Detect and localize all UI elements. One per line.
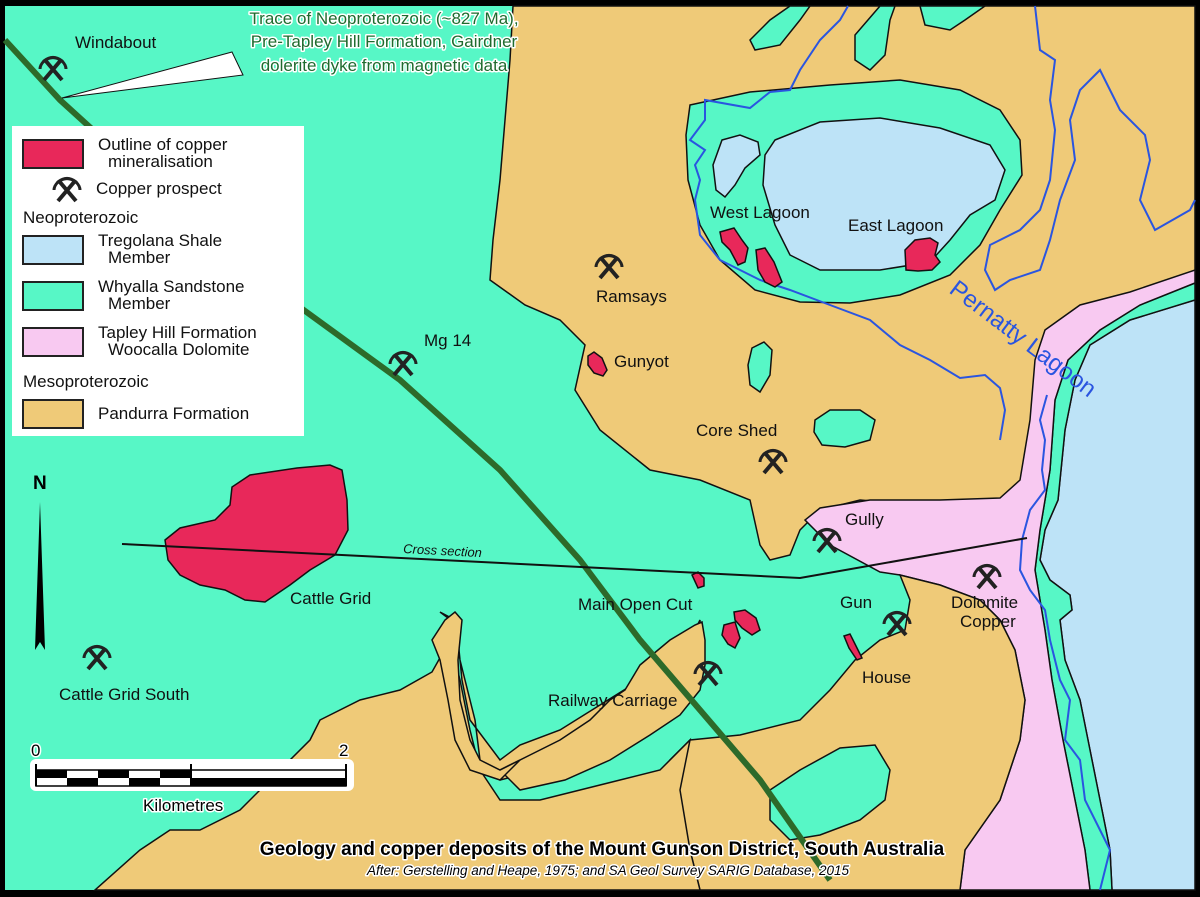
label-ramsays: Ramsays bbox=[596, 287, 667, 306]
map-legend: Outline of copper mineralisation Copper … bbox=[12, 126, 304, 436]
label-copper: Copper bbox=[960, 612, 1016, 631]
drainage-line-lagoon bbox=[1018, 394, 1112, 891]
whyalla-lobe-southeast bbox=[769, 744, 891, 841]
pick-axe-icon bbox=[52, 176, 82, 203]
drainage-line-north bbox=[688, 5, 1007, 441]
legend-label: Member bbox=[108, 248, 171, 267]
whyalla-lobe-2 bbox=[854, 5, 897, 71]
dyke-annotation-line-2: Pre-Tapley Hill Formation, Gairdner bbox=[251, 32, 518, 51]
legend-label: Tregolana Shale bbox=[98, 231, 223, 250]
legend-item-tregolana-shale: Tregolana Shale Member bbox=[22, 232, 222, 266]
legend-label: Pandurra Formation bbox=[98, 404, 250, 423]
west-lagoon-shale bbox=[712, 134, 761, 199]
copper-mineralisation-swatch bbox=[22, 139, 84, 169]
legend-item-copper-prospect: Copper prospect bbox=[52, 174, 222, 204]
west-lagoon-mineralisation-1 bbox=[719, 227, 749, 266]
legend-item-copper-mineralisation: Outline of copper mineralisation bbox=[22, 136, 227, 170]
legend-label: Whyalla Sandstone bbox=[98, 277, 245, 296]
scale-unit-label: Kilometres bbox=[143, 796, 223, 815]
legend-heading-mesoproterozoic: Mesoproterozoic bbox=[23, 372, 149, 391]
label-railway-carriage: Railway Carriage bbox=[548, 691, 677, 710]
west-lagoon-mineralisation-2 bbox=[755, 247, 783, 288]
whyalla-island-1 bbox=[747, 341, 773, 394]
gunyot-mineralisation bbox=[587, 351, 608, 377]
label-core-shed: Core Shed bbox=[696, 421, 777, 440]
whyalla-sandstone-swatch bbox=[22, 281, 84, 311]
legend-label: Woocalla Dolomite bbox=[108, 340, 250, 359]
legend-label: Tapley Hill Formation bbox=[98, 323, 257, 342]
scale-bar: 0 2 Kilometres bbox=[30, 740, 354, 817]
label-dolomite: Dolomite bbox=[951, 593, 1018, 612]
house-mineralisation bbox=[842, 633, 864, 661]
drainage-line-east bbox=[983, 5, 1196, 292]
pandurra-tongue-railway bbox=[498, 620, 706, 791]
legend-item-whyalla-sandstone: Whyalla Sandstone Member bbox=[22, 278, 244, 312]
dyke-annotation-line-3: dolerite dyke from magnetic data bbox=[261, 56, 508, 75]
east-lagoon-shale bbox=[762, 117, 1006, 271]
label-windabout: Windabout bbox=[75, 33, 157, 52]
legend-label: Member bbox=[108, 294, 171, 313]
dyke-annotation-line-1: Trace of Neoproterozoic (~827 Ma), bbox=[249, 9, 518, 28]
label-cattle-grid: Cattle Grid bbox=[290, 589, 371, 608]
label-mg14: Mg 14 bbox=[424, 331, 471, 350]
legend-item-pandurra: Pandurra Formation bbox=[22, 396, 249, 429]
label-gunyot: Gunyot bbox=[614, 352, 669, 371]
cattle-grid-mineralisation bbox=[164, 464, 349, 603]
legend-heading-neoproterozoic: Neoproterozoic bbox=[23, 208, 139, 227]
whyalla-lobe-1 bbox=[749, 5, 812, 51]
legend-label: Outline of copper bbox=[98, 135, 228, 154]
whyalla-island-2 bbox=[813, 409, 876, 448]
label-gully: Gully bbox=[845, 510, 884, 529]
label-cattle-grid-south: Cattle Grid South bbox=[59, 685, 189, 704]
label-gun: Gun bbox=[840, 593, 872, 612]
label-west-lagoon: West Lagoon bbox=[710, 203, 810, 222]
label-east-lagoon: East Lagoon bbox=[848, 216, 943, 235]
tregolana-shale-swatch bbox=[22, 235, 84, 265]
north-arrow-icon bbox=[35, 502, 45, 650]
north-label: N bbox=[33, 473, 47, 494]
map-subtitle: After: Gerstelling and Heape, 1975; and … bbox=[366, 863, 850, 878]
legend-item-tapley-hill: Tapley Hill Formation Woocalla Dolomite bbox=[22, 324, 257, 358]
pandurra-swatch bbox=[22, 399, 84, 429]
scale-start-label: 0 bbox=[31, 741, 40, 760]
cross-section-label: Cross section bbox=[403, 541, 482, 560]
cross-section-line bbox=[121, 537, 1028, 580]
whyalla-lobe-3 bbox=[919, 5, 988, 31]
map-title: Geology and copper deposits of the Mount… bbox=[260, 839, 945, 860]
tapley-hill-swatch bbox=[22, 327, 84, 357]
east-lagoon-mineralisation bbox=[904, 237, 941, 272]
main-open-cut-mineralisation-3 bbox=[721, 621, 741, 650]
legend-label: Copper prospect bbox=[96, 179, 222, 198]
main-open-cut-mineralisation-2 bbox=[733, 609, 761, 636]
pandurra-west-lobe bbox=[431, 610, 521, 781]
legend-label: mineralisation bbox=[108, 152, 213, 171]
dyke-callout-pointer bbox=[61, 51, 244, 99]
label-main-open-cut: Main Open Cut bbox=[578, 595, 693, 614]
scale-end-label: 2 bbox=[339, 741, 348, 760]
label-house: House bbox=[862, 668, 911, 687]
